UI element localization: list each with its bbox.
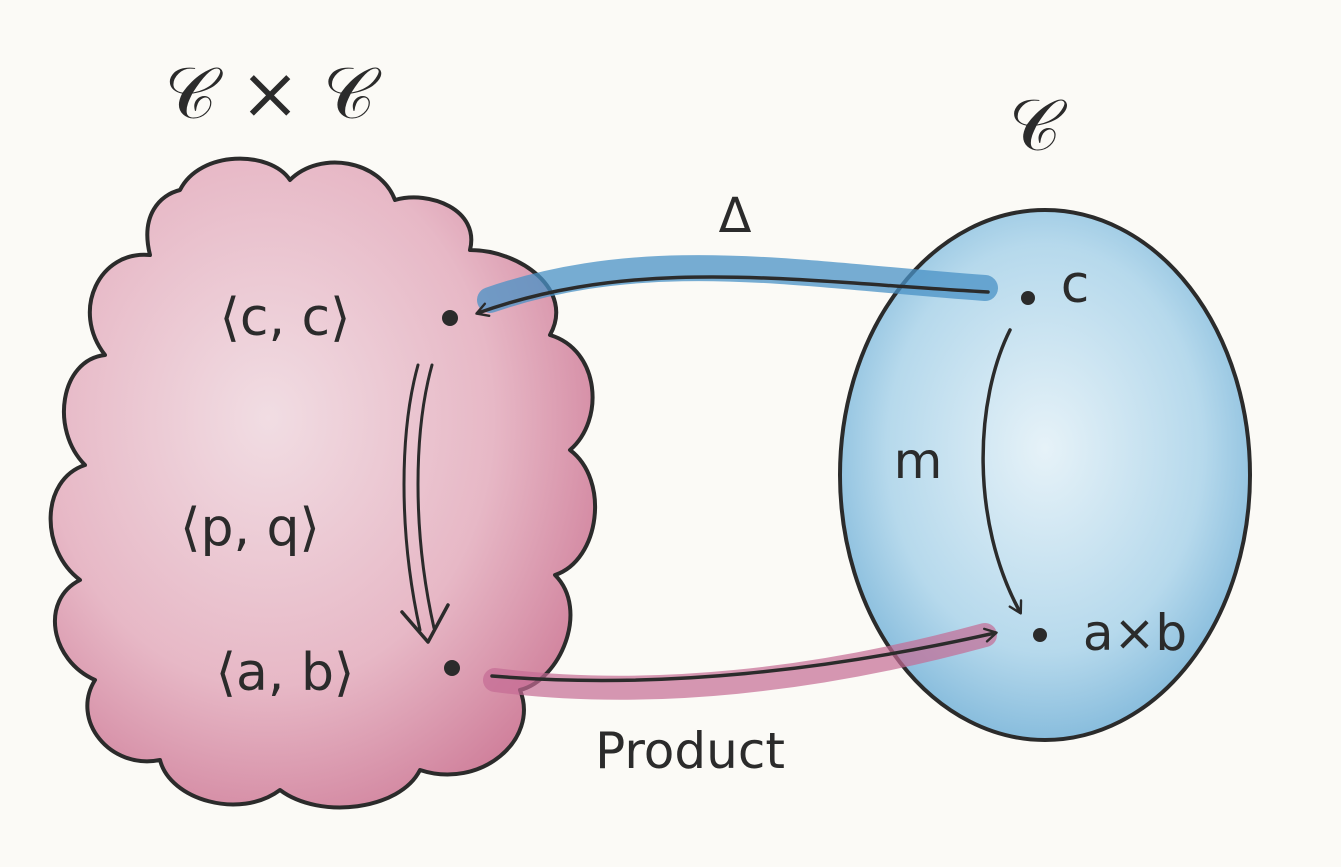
diagonal-wash bbox=[477, 255, 998, 313]
right-top-object-label: c bbox=[1061, 255, 1090, 315]
diagonal-functor-label: Δ bbox=[719, 188, 752, 244]
product-functor-label: Product bbox=[595, 722, 785, 780]
left-category-label: 𝒞 × 𝒞 bbox=[164, 51, 382, 135]
right-bottom-object-dot bbox=[1033, 628, 1047, 642]
left-bottom-object-label: ⟨a, b⟩ bbox=[216, 643, 355, 703]
product-functor-arrow bbox=[483, 623, 998, 700]
right-category-label: 𝒞 bbox=[1009, 83, 1068, 167]
product-wash bbox=[483, 623, 997, 700]
right-category-region bbox=[838, 208, 1252, 742]
right-morphism-label: m bbox=[894, 432, 943, 490]
right-top-object-dot bbox=[1021, 291, 1035, 305]
product-ink bbox=[490, 627, 998, 683]
left-top-object-label: ⟨c, c⟩ bbox=[220, 288, 351, 348]
left-top-object-dot bbox=[442, 310, 458, 326]
left-bottom-object-dot bbox=[444, 660, 460, 676]
cloud-shape bbox=[48, 156, 598, 810]
ellipse-shape bbox=[838, 208, 1252, 742]
left-category-region bbox=[48, 156, 598, 810]
right-bottom-object-label: a×b bbox=[1083, 604, 1187, 662]
diagonal-ink bbox=[475, 275, 990, 317]
diagonal-functor-arrow bbox=[475, 255, 998, 317]
left-morphism-arrow bbox=[400, 363, 450, 644]
left-morphism-label: ⟨p, q⟩ bbox=[180, 498, 320, 558]
right-morphism-arrow bbox=[981, 328, 1023, 615]
